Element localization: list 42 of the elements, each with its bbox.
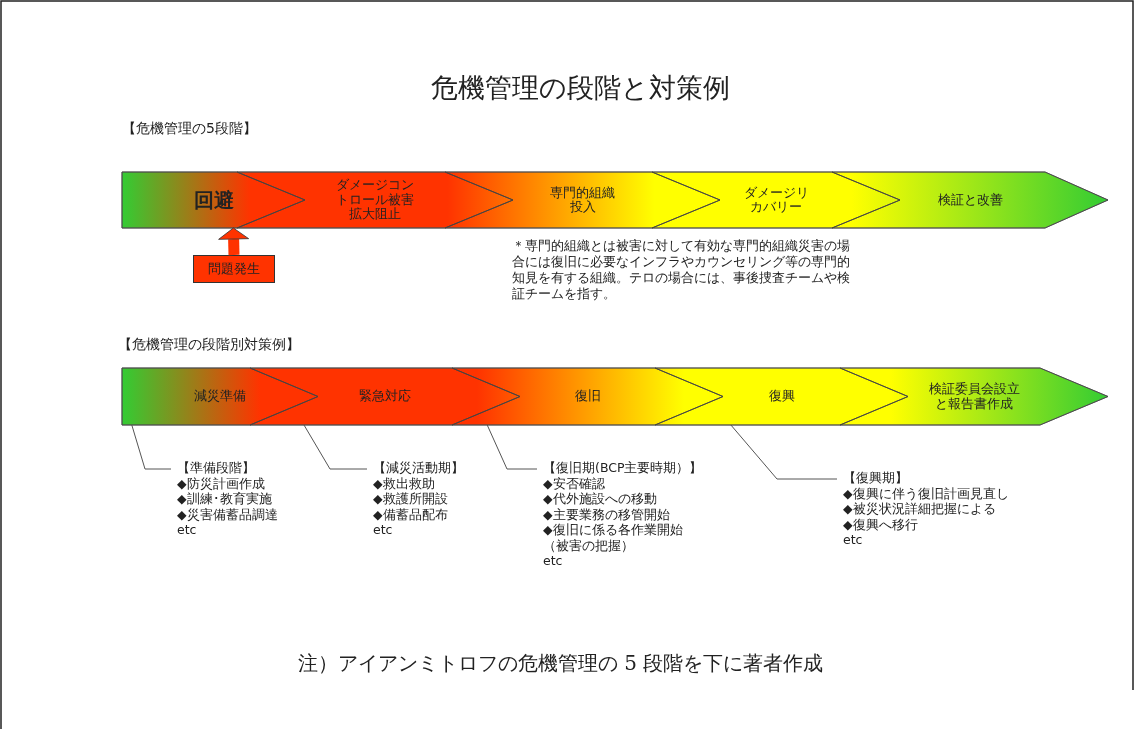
note-text: ＊専門的組織とは被害に対して有効な専門的組織災害の場合には復旧に必要なインフラやカウンセリング等の専門的知見を有する組織。テロの場合には、事後捜査チームや検証チームを指す。 [512,238,851,302]
stage-label: 検証委員会設立と報告書作成 [927,382,1021,411]
measure-item: ◆救出救助 [373,475,436,491]
phase-heading: 【復興期】 [843,470,909,486]
leader-line [730,424,838,480]
measure-item: ◆復興に伴う復旧計画見直し [843,485,1010,501]
measure-item: ◆安否確認 [543,475,606,491]
measure-item: ◆救護所開設 [373,491,449,507]
leader-line [303,424,368,470]
section-heading: 【危機管理の5段階】 [122,120,258,138]
measure-item: ◆備蓄品配布 [373,506,449,522]
phase-heading: 【減災活動期】 [373,460,465,476]
stage-label: 検証と改善 [937,192,1003,208]
measure-item: ◆被災状況詳細把握による [843,501,997,517]
measure-item: ◆主要業務の移管開始 [543,506,671,522]
leader-line [131,424,172,470]
measure-item: ◆代外施設への移動 [543,491,658,507]
phase-heading: 【復旧期(BCP主要時期）】 [543,460,704,476]
measure-item: etc [373,522,394,538]
measure-item: etc [177,522,198,538]
measure-item: ◆復興へ移行 [843,516,919,532]
measure-item: etc [843,532,864,548]
measure-item: （被害の把握） [543,537,635,553]
source-note: 注）アイアンミトロフの危機管理の 5 段階を下に著者作成 [298,651,825,677]
measure-item: ◆復旧に係る各作業開始 [543,522,684,538]
stage-label: 復旧 [574,389,601,404]
stage-label: ダメージコントロール被害拡大阻止 [335,178,415,222]
diagram-title: 危機管理の段階と対策例 [429,71,731,105]
section-heading: 【危機管理の段階別対策例】 [118,336,301,354]
stage-label: 緊急対応 [359,389,411,404]
measure-item: ◆訓練･教育実施 [177,491,273,507]
measure-item: etc [543,553,564,569]
leader-line [486,424,538,470]
measure-item: ◆防災計画作成 [177,475,266,491]
stage-label: 復興 [768,389,795,404]
phase-heading: 【準備段階】 [177,460,256,476]
measure-item: ◆災害備蓄品調達 [177,506,279,522]
stage-label: 専門的組織投入 [549,185,616,215]
event-box: 問題発生 [193,255,275,283]
stage-label: 回避 [193,188,234,212]
stage-label: ダメージリカバリー [742,185,810,215]
stage-label: 減災準備 [194,389,246,404]
